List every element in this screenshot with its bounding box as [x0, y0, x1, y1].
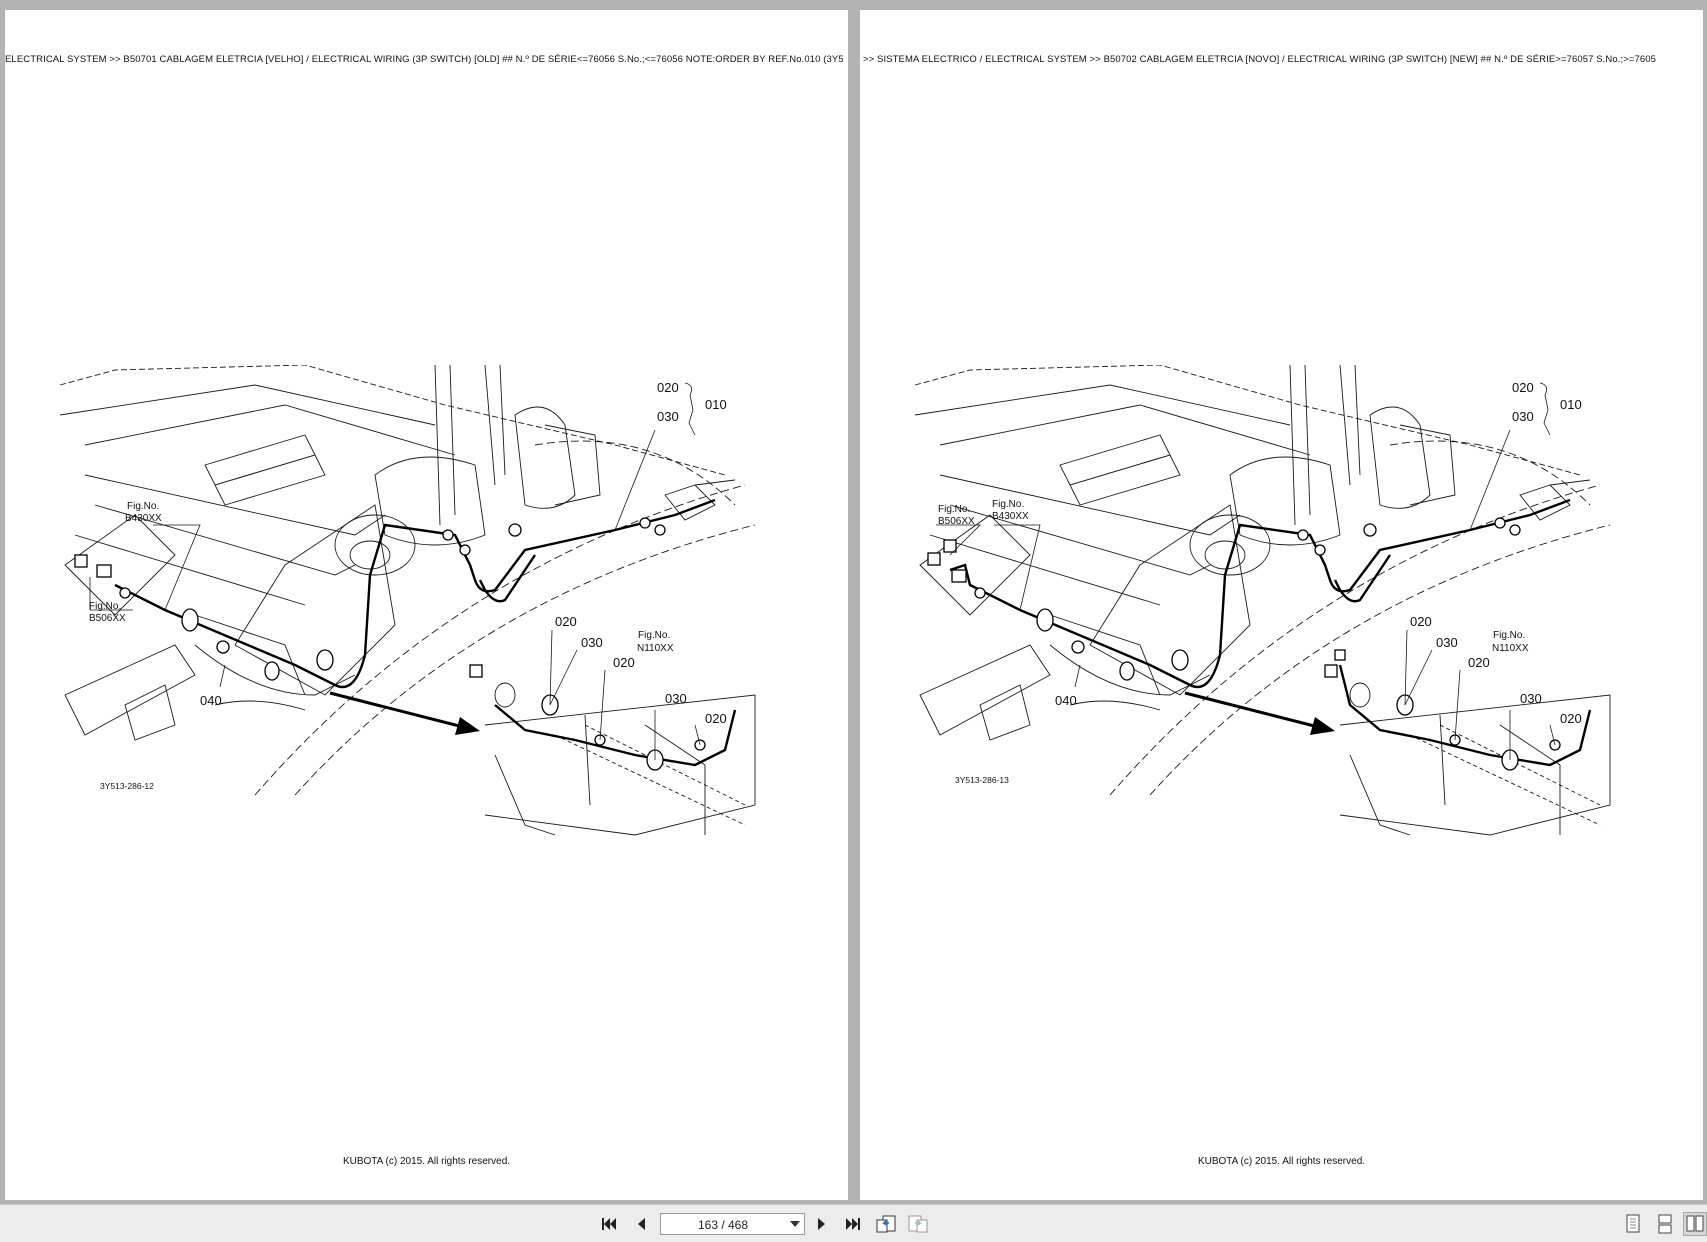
ref-030-detail-a: 030	[581, 635, 603, 650]
document-page-right: >> SISTEMA ELECTRICO / ELECTRICAL SYSTEM…	[860, 10, 1703, 1200]
go-forward-view-button[interactable]	[907, 1213, 929, 1235]
previous-page-button[interactable]	[630, 1213, 652, 1235]
navigation-toolbar	[0, 1204, 1707, 1242]
prev-page-icon	[638, 1218, 645, 1230]
fig-ref-1-value: B430XX	[125, 513, 162, 524]
ref-020-top: 020	[1512, 380, 1534, 395]
fig-ref-2-title: Fig.No.	[89, 601, 121, 612]
fig-ref-3-title: Fig.No.	[1493, 630, 1525, 641]
fig-ref-3-title: Fig.No.	[638, 630, 670, 641]
detail-arrow	[1184, 691, 1335, 735]
page-header: ELECTRICAL SYSTEM >> B50701 CABLAGEM ELE…	[5, 54, 844, 65]
last-page-button[interactable]	[842, 1213, 864, 1235]
wiring-harness	[114, 498, 737, 767]
wiring-harness	[949, 498, 1592, 767]
ref-010: 010	[1560, 397, 1582, 412]
ref-020-detail-b: 020	[613, 655, 635, 670]
ref-020-detail-c: 020	[1560, 711, 1582, 726]
clamps	[927, 517, 1561, 771]
ref-030-detail-a: 030	[1436, 635, 1458, 650]
ref-030-top: 030	[657, 409, 679, 424]
two-page-icon	[1686, 1215, 1704, 1232]
fig-ref-1-title: Fig.No.	[938, 504, 970, 515]
fig-ref-2-value: B506XX	[89, 613, 126, 624]
leader-lines	[936, 382, 1556, 760]
figure-id: 3Y513-286-12	[100, 781, 154, 791]
fig-ref-3-value: N110XX	[1492, 643, 1529, 654]
fig-ref-2-title: Fig.No.	[992, 499, 1024, 510]
ref-020-top: 020	[657, 380, 679, 395]
parts-diagram: 020 030 010 020 030 020 030 020 040 Fig.…	[914, 365, 1611, 836]
figure-id: 3Y513-286-13	[955, 775, 1009, 785]
single-page-view-button[interactable]	[1622, 1213, 1644, 1235]
fig-ref-1-value: B506XX	[938, 516, 975, 527]
last-page-icon	[846, 1218, 860, 1230]
document-page-left: ELECTRICAL SYSTEM >> B50701 CABLAGEM ELE…	[5, 10, 848, 1200]
first-page-button[interactable]	[598, 1213, 620, 1235]
ref-020-detail-b: 020	[1468, 655, 1490, 670]
diagram-linework	[914, 365, 1611, 836]
first-page-icon	[602, 1218, 616, 1230]
single-page-icon	[1626, 1214, 1640, 1233]
continuous-icon	[1658, 1214, 1672, 1234]
leader-lines	[89, 382, 701, 760]
clamps	[74, 517, 706, 771]
ref-030-detail-b: 030	[665, 691, 687, 706]
page-footer: KUBOTA (c) 2015. All rights reserved.	[342, 1156, 511, 1167]
fig-ref-1-title: Fig.No.	[127, 501, 159, 512]
detail-arrow	[329, 691, 480, 735]
fig-ref-2-value: B430XX	[992, 511, 1029, 522]
ref-030-detail-b: 030	[1520, 691, 1542, 706]
ref-020-detail-a: 020	[1410, 614, 1432, 629]
continuous-view-button[interactable]	[1654, 1213, 1676, 1235]
ref-030-top: 030	[1512, 409, 1534, 424]
go-back-view-button[interactable]	[875, 1213, 897, 1235]
go-forward-icon	[908, 1215, 928, 1233]
page-number-box[interactable]	[660, 1213, 805, 1236]
parts-diagram: 020 030 010 020 030 020 030 020 040 Fig.…	[59, 365, 756, 836]
diagram-linework	[59, 365, 756, 836]
next-page-icon	[818, 1218, 825, 1230]
page-footer: KUBOTA (c) 2015. All rights reserved.	[1197, 1156, 1366, 1167]
page-header: >> SISTEMA ELECTRICO / ELECTRICAL SYSTEM…	[863, 54, 1657, 65]
ref-040: 040	[200, 693, 222, 708]
document-viewport[interactable]: ELECTRICAL SYSTEM >> B50701 CABLAGEM ELE…	[0, 0, 1707, 1204]
next-page-button[interactable]	[811, 1213, 833, 1235]
chevron-down-icon[interactable]	[789, 1218, 801, 1230]
fig-ref-3-value: N110XX	[637, 643, 674, 654]
ref-010: 010	[705, 397, 727, 412]
ref-020-detail-a: 020	[555, 614, 577, 629]
two-page-view-button[interactable]	[1683, 1212, 1707, 1236]
go-back-icon	[876, 1215, 896, 1233]
ref-020-detail-c: 020	[705, 711, 727, 726]
page-number-input[interactable]	[661, 1214, 785, 1236]
ref-040: 040	[1055, 693, 1077, 708]
